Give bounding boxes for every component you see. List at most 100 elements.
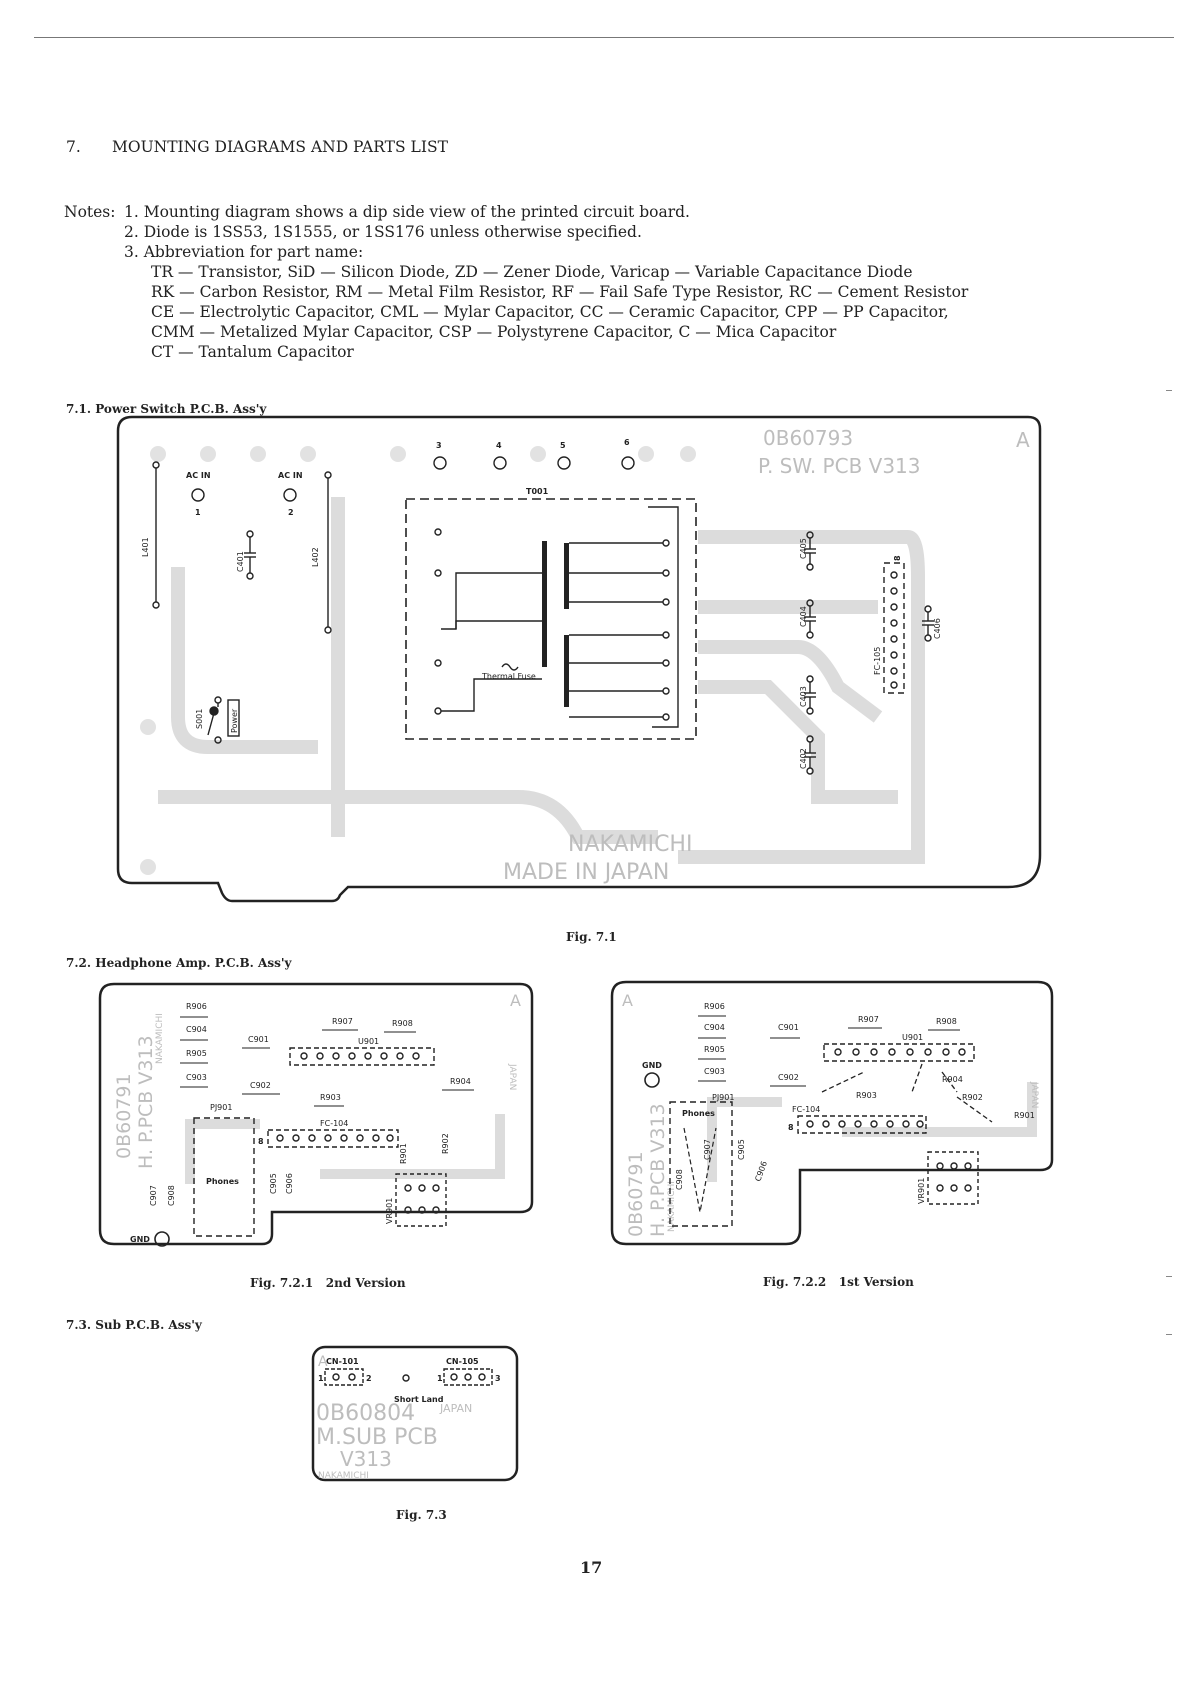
margin-mark xyxy=(1166,1276,1172,1277)
capacitor-c405 xyxy=(804,531,816,571)
volume-vr901 xyxy=(395,1173,447,1227)
board-text: NAKAMICHI xyxy=(318,1471,369,1481)
c404-label: C404 xyxy=(799,606,808,627)
transformer-t001 xyxy=(405,498,697,740)
board-text: A xyxy=(1016,428,1030,452)
u901-label: U901 xyxy=(902,1033,923,1042)
section-7-3-title: 7.3. Sub P.C.B. Ass'y xyxy=(66,1318,202,1332)
c904-label: C904 xyxy=(186,1025,207,1034)
section-number: 7. xyxy=(66,138,81,156)
abbreviation-line: RK — Carbon Resistor, RM — Metal Film Re… xyxy=(151,283,969,301)
fc104-label: FC-104 xyxy=(320,1119,348,1128)
abbreviation-line: CMM — Metalized Mylar Capacitor, CSP — P… xyxy=(151,323,837,341)
fig-7-1-caption: Fig. 7.1 xyxy=(566,930,617,944)
section-heading: 7.MOUNTING DIAGRAMS AND PARTS LIST xyxy=(66,138,448,156)
gnd-label: GND xyxy=(130,1235,150,1244)
connector-u901 xyxy=(289,1047,435,1066)
c403-label: C403 xyxy=(799,686,808,707)
fc104-pin-label: 8 xyxy=(788,1123,794,1132)
c907-label: C907 xyxy=(703,1139,712,1160)
terminal-5 xyxy=(557,456,571,470)
top-rule xyxy=(34,37,1174,38)
board-text: 0B60804 xyxy=(316,1401,415,1426)
board-text: NAKAMICHI xyxy=(568,832,692,857)
note-item: 1. Mounting diagram shows a dip side vie… xyxy=(124,203,690,221)
phones-label: Phones xyxy=(682,1109,715,1118)
cn101-label: CN-101 xyxy=(326,1357,359,1366)
r906-label: R906 xyxy=(186,1002,207,1011)
gnd-pad xyxy=(644,1072,660,1088)
inductor-l402 xyxy=(324,471,332,634)
phones-label: Phones xyxy=(206,1177,239,1186)
capacitor-c404 xyxy=(804,599,816,639)
r906-label: R906 xyxy=(704,1002,725,1011)
board-text: MADE IN JAPAN xyxy=(503,860,669,885)
connector-fc104 xyxy=(797,1115,927,1134)
phones-jack-pj901 xyxy=(669,1101,733,1227)
pj901-label: PJ901 xyxy=(712,1093,734,1102)
connector-cn105 xyxy=(443,1368,493,1386)
r904-label: R904 xyxy=(942,1075,963,1084)
board-text: JAPAN xyxy=(507,1063,517,1090)
margin-mark xyxy=(1166,390,1172,391)
board-text: 0B60793 xyxy=(763,426,853,450)
cn105-pin1: 1 xyxy=(437,1374,443,1383)
headphone-pcb-1st-version: 0B60791 H. P.PCB V313 NAKAMICHI JAPAN A … xyxy=(610,980,1054,1246)
r905-label: R905 xyxy=(186,1049,207,1058)
c406-label: C406 xyxy=(933,618,942,639)
r907-label: R907 xyxy=(332,1017,353,1026)
terminal-5-label: 5 xyxy=(560,441,566,450)
c903-label: C903 xyxy=(186,1073,207,1082)
margin-mark xyxy=(1166,1334,1172,1335)
r901-label: R901 xyxy=(1014,1111,1035,1120)
c902-label: C902 xyxy=(778,1073,799,1082)
power-switch-pcb-diagram: 0B60793 P. SW. PCB V313 A NAKAMICHI MADE… xyxy=(116,415,1042,903)
abbreviation-line: CE — Electrolytic Capacitor, CML — Mylar… xyxy=(151,303,949,321)
r904-label: R904 xyxy=(450,1077,471,1086)
fig-7-2-2-caption: Fig. 7.2.2 1st Version xyxy=(763,1275,914,1289)
fc104-pin-label: 8 xyxy=(258,1137,264,1146)
c901-label: C901 xyxy=(248,1035,269,1044)
board-text: 0B60791 xyxy=(113,1073,135,1159)
board-text: JAPAN xyxy=(1029,1081,1039,1108)
board-text: NAKAMICHI xyxy=(155,1013,165,1064)
headphone-pcb-2nd-version: 0B60791 H. P.PCB V313 NAKAMICHI JAPAN A … xyxy=(98,982,534,1247)
board-text: H. P.PCB V313 xyxy=(647,1103,669,1237)
c906-label: C906 xyxy=(285,1173,294,1194)
r901-label: R901 xyxy=(399,1143,408,1164)
board-text: JAPAN xyxy=(439,1402,472,1415)
short-land-label: Short Land xyxy=(394,1395,444,1404)
section-7-1-title: 7.1. Power Switch P.C.B. Ass'y xyxy=(66,402,267,416)
fig-7-3-caption: Fig. 7.3 xyxy=(396,1508,447,1522)
ac-in-1-pad xyxy=(191,488,205,502)
l401-label: L401 xyxy=(141,537,150,557)
ac-in-1-number: 1 xyxy=(195,508,201,517)
r905-label: R905 xyxy=(704,1045,725,1054)
r907-label: R907 xyxy=(858,1015,879,1024)
board-text: V313 xyxy=(340,1447,392,1471)
l402-label: L402 xyxy=(311,547,320,567)
terminal-6-label: 6 xyxy=(624,438,630,447)
c902-label: C902 xyxy=(250,1081,271,1090)
vr901-label: VR901 xyxy=(917,1178,926,1204)
switch-s001 xyxy=(207,696,240,744)
capacitor-c403 xyxy=(804,675,816,715)
resistor-network xyxy=(821,1063,993,1123)
sub-pcb-diagram: A CN-101 CN-105 1 2 1 3 Short Land 0B608… xyxy=(311,1345,519,1482)
board-text: H. P.PCB V313 xyxy=(135,1035,157,1169)
gnd-pad xyxy=(154,1231,170,1247)
fig-number: Fig. 7.2.2 xyxy=(763,1275,827,1289)
c901-label: C901 xyxy=(778,1023,799,1032)
c904-label: C904 xyxy=(704,1023,725,1032)
fc104-label: FC-104 xyxy=(792,1105,820,1114)
terminal-4 xyxy=(493,456,507,470)
abbreviation-line: TR — Transistor, SiD — Silicon Diode, ZD… xyxy=(151,263,913,281)
fig-version: 2nd Version xyxy=(325,1276,406,1290)
c906-label: C906 xyxy=(753,1160,769,1183)
fig-version: 1st Version xyxy=(838,1275,914,1289)
c903-label: C903 xyxy=(704,1067,725,1076)
ac-in-2-number: 2 xyxy=(288,508,294,517)
ac-in-2-label: AC IN xyxy=(278,471,303,480)
c401-label: C401 xyxy=(236,551,245,572)
c908-label: C908 xyxy=(167,1185,176,1206)
